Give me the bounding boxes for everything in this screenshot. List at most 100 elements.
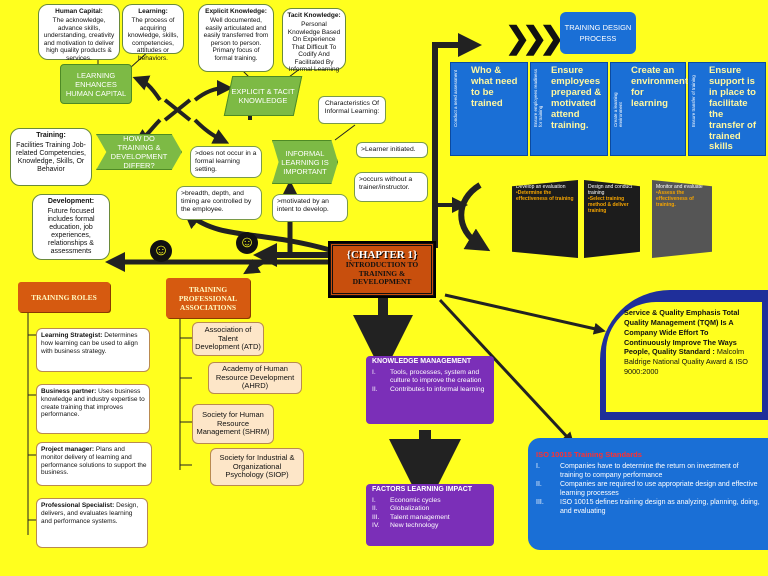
double-chevron-icon: ❯❯❯ xyxy=(505,22,564,55)
list-item: II.Companies are required to use appropr… xyxy=(536,480,760,498)
factor-4-num: IV. xyxy=(372,522,380,530)
tqm-bold: Service & Quality Emphasis Total Quality… xyxy=(624,308,740,357)
informal-char-1-text: does not occur in a formal learning sett… xyxy=(195,150,257,174)
role-1-title: Learning Strategist: xyxy=(41,332,103,339)
km-header: KNOWLEDGE MANAGEMENT xyxy=(372,358,472,365)
design-step-2: Ensure employees readiness for training … xyxy=(530,62,608,156)
factor-1-num: I. xyxy=(372,496,376,504)
design-step-3-text: Create an environment for learning xyxy=(631,65,689,109)
informal-char-1: >does not occur in a formal learning set… xyxy=(190,146,262,178)
explicit-title: Explicit Knowledge: xyxy=(205,8,267,15)
assoc-2-text: Academy of Human Resource Development (A… xyxy=(215,364,295,391)
associations-header: TRAINING PROFESSIONAL ASSOCIATIONS xyxy=(166,278,250,318)
dark-panel-2-bullet: Select training method & deliver trainin… xyxy=(588,196,629,214)
design-step-3: Create a learning environment Create an … xyxy=(610,62,689,156)
training-def-title: Training: xyxy=(36,132,66,139)
iso-1-num: I. xyxy=(536,462,540,470)
list-item: I. Economic cycles xyxy=(372,497,488,505)
role-professional-specialist: Professional Specialist: Design, deliver… xyxy=(36,498,148,548)
tqm-rest: Malcolm Baldrige National Quality Award … xyxy=(624,347,748,377)
design-step-3-side: Create a learning environment xyxy=(613,92,624,127)
role-1-text: Determines how learning can be used to a… xyxy=(41,332,138,355)
informal-char-4-text: Learner initiated. xyxy=(364,146,416,153)
assoc-3-text: Society for Human Resource Management (S… xyxy=(196,410,270,437)
list-item: II.Contributes to informal learning xyxy=(372,386,488,394)
dark-panel-3-bullet: Assess the effectiveness of training. xyxy=(656,190,694,208)
km-item-1-text: Tools, processes, system and culture to … xyxy=(390,368,482,385)
role-2-title: Business partner: xyxy=(41,388,97,395)
iso-box: ISO 10015 Training Standards I. Companies… xyxy=(528,438,768,550)
learning-title: Learning: xyxy=(138,8,168,15)
informal-learning-label: INFORMAL LEARNING IS IMPORTANT xyxy=(281,148,329,176)
factor-1-text: Economic cycles xyxy=(390,496,441,504)
assoc-ahrd: Academy of Human Resource Development (A… xyxy=(208,362,302,394)
assoc-4-text: Society for Industrial & Organizational … xyxy=(219,453,295,480)
list-item: IV. New technology xyxy=(372,522,488,530)
factor-2-num: II. xyxy=(372,505,378,513)
tacit-title: Tacit Knowledge: xyxy=(287,12,341,19)
how-differ-label: HOW DO TRAINING & DEVELOPMENT DIFFER? xyxy=(110,134,168,170)
learning-human-capital-label: LEARNING ENHANCES HUMAN CAPITAL xyxy=(65,70,127,98)
design-step-1-side: Conduct a need assessment xyxy=(453,69,458,127)
training-def-text: Facilities Training Job-related Competen… xyxy=(15,142,87,174)
human-capital-title: Human Capital: xyxy=(55,8,103,15)
factor-4-text: New technology xyxy=(390,522,439,530)
informal-char-5: >occurs without a trainer/instructor. xyxy=(354,172,428,202)
assoc-atd: Association of Talent Development (ATD) xyxy=(192,322,264,356)
human-capital-text: The acknowledge, advance skills, underst… xyxy=(43,17,115,62)
dark-panel-3-head: Monitor and evaluate xyxy=(656,184,703,190)
iso-header: ISO 10015 Training Standards xyxy=(536,450,642,459)
factors-list: I. Economic cycles II.Globalization III. T… xyxy=(366,497,494,535)
role-learning-strategist: Learning Strategist: Determines how lear… xyxy=(36,328,150,372)
explicit-tacit-label: EXPLICIT & TACIT KNOWLEDGE xyxy=(231,87,295,105)
smiley-icon: ☺ xyxy=(150,240,172,262)
training-roles-header: TRAINING ROLES xyxy=(18,282,110,312)
smiley-icon: ☺ xyxy=(236,232,258,254)
tqm-text: Service & Quality Emphasis Total Quality… xyxy=(606,302,762,412)
list-item: I. Tools, processes, system and culture t… xyxy=(372,369,488,386)
design-step-1-text: Who & what need to be trained xyxy=(471,65,518,109)
list-item: III. Talent management xyxy=(372,514,488,522)
informal-characteristics-title: Characteristics Of Informal Learning: xyxy=(318,96,386,124)
informal-learning-node: INFORMAL LEARNING IS IMPORTANT xyxy=(272,140,338,184)
learning-text: The process of acquiring knowledge, skil… xyxy=(127,17,179,62)
role-3-title: Project manager: xyxy=(41,446,95,453)
informal-char-2: >breadth, depth, and timing are controll… xyxy=(176,186,262,220)
informal-char-4: >Learner initiated. xyxy=(356,142,428,158)
list-item: II.Globalization xyxy=(372,505,488,513)
factor-3-num: III. xyxy=(372,513,380,521)
dark-panel-evaluation: Develop an evaluation •Determine the eff… xyxy=(512,180,578,258)
factor-3-text: Talent management xyxy=(390,513,450,521)
assoc-siop: Society for Industrial & Organizational … xyxy=(210,448,304,486)
iso-list: I. Companies have to determine the return… xyxy=(536,462,760,517)
assoc-shrm: Society for Human Resource Management (S… xyxy=(192,404,274,444)
design-step-1: Conduct a need assessment Who & what nee… xyxy=(450,62,528,156)
chapter-title: INTRODUCTION TO TRAINING & DEVELOPMENT xyxy=(345,260,419,287)
training-roles-label: TRAINING ROLES xyxy=(31,292,97,302)
km-item-1-num: I. xyxy=(372,368,376,376)
training-design-header: TRAINING DESIGN PROCESS xyxy=(560,12,636,54)
list-item: I. Companies have to determine the return… xyxy=(536,462,760,480)
list-item: III.ISO 10015 defines training design as… xyxy=(536,498,760,516)
associations-label: TRAINING PROFESSIONAL ASSOCIATIONS xyxy=(178,284,238,312)
explicit-note: Explicit Knowledge: Well documented, eas… xyxy=(198,4,274,72)
iso-1-text: Companies have to determine the return o… xyxy=(560,462,739,479)
informal-char-5-text: occurs without a trainer/instructor. xyxy=(359,176,413,192)
dark-panel-1-head: Develop an evaluation xyxy=(516,184,566,190)
informal-char-3: >motivated by an intent to develop. xyxy=(272,194,348,222)
km-list: I. Tools, processes, system and culture t… xyxy=(366,369,494,398)
tacit-note: Tacit Knowledge: Personal Knowledge Base… xyxy=(282,8,346,73)
development-definition: Development: Future focused includes for… xyxy=(32,194,110,260)
design-step-4-side: Ensure transfer of training xyxy=(691,75,696,127)
factors-header: FACTORS LEARNING IMPACT xyxy=(372,486,473,493)
iso-3-text: ISO 10015 defines training design as ana… xyxy=(560,499,760,516)
knowledge-management-box: KNOWLEDGE MANAGEMENT I. Tools, processes,… xyxy=(366,356,494,424)
role-4-title: Professional Specialist: xyxy=(41,502,115,509)
role-project-manager: Project manager: Plans and monitor deliv… xyxy=(36,442,152,486)
factors-box: FACTORS LEARNING IMPACT I. Economic cycle… xyxy=(366,484,494,546)
assoc-1-text: Association of Talent Development (ATD) xyxy=(195,325,261,352)
explicit-text: Well documented, easily articulated and … xyxy=(203,17,269,62)
training-design-label: TRAINING DESIGN PROCESS xyxy=(564,22,632,43)
training-definition: Training: Facilities Training Job-relate… xyxy=(10,128,92,186)
informal-char-3-text: motivated by an intent to develop. xyxy=(277,198,329,214)
